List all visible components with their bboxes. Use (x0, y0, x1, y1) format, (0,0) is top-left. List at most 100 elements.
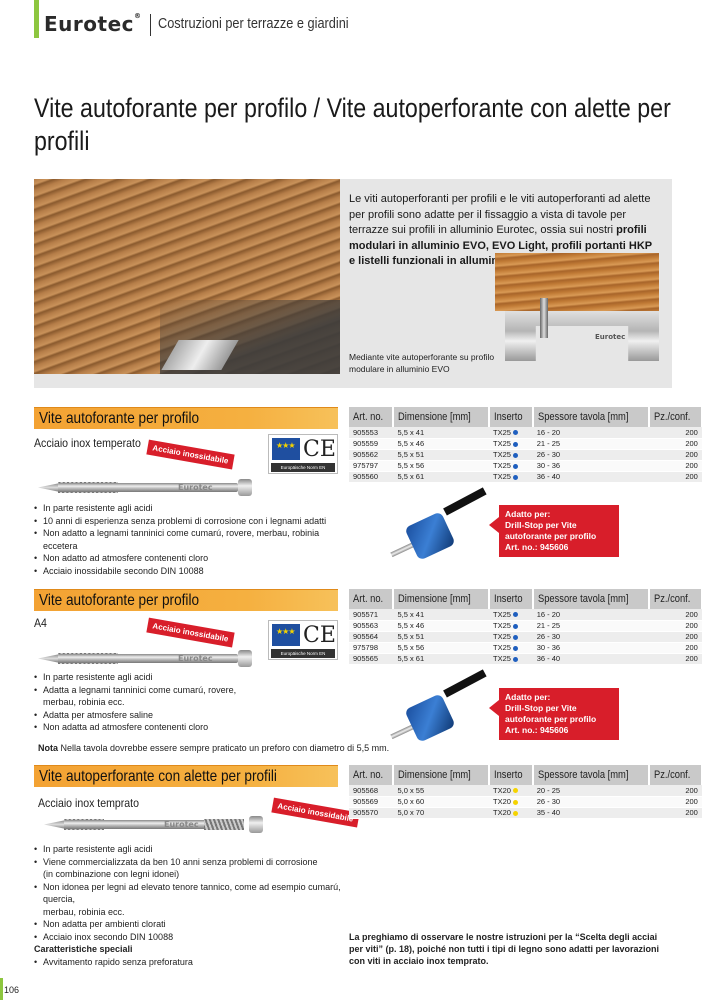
cell-pieces: 200 (649, 631, 702, 643)
bullet-item: Acciaio inox secondo DIN 10088 (34, 931, 344, 944)
cell-pieces: 200 (649, 785, 702, 797)
bullet-item: In parte resistente agli acidi (34, 843, 344, 856)
ce-certificate-2: ★★★ CE Europäische Norm EN 14592:2012-07 (268, 620, 338, 665)
table-header-row: Art. no. Dimensione [mm] Inserto Spessor… (349, 589, 703, 609)
bit-color-dot (512, 623, 518, 629)
drill-body (404, 693, 456, 743)
cell-art-no: 905560 (349, 471, 394, 483)
cell-dimension: 5,0 x 70 (393, 807, 490, 819)
bullet-item: Adatta a legnami tanninici come cumarú, … (34, 684, 334, 697)
bullet-list-1: In parte resistente agli acidi 10 anni d… (34, 502, 334, 577)
cell-pieces: 200 (649, 449, 702, 461)
cell-insert: TX25 (489, 460, 533, 472)
bit-color-dot (512, 645, 518, 651)
header-accent-bar (34, 0, 39, 38)
screw-image-2: Eurotec (38, 650, 253, 667)
bullet-item: Acciaio inossidabile secondo DIN 10088 (34, 565, 334, 578)
screw-tip (38, 654, 60, 663)
col-dimension: Dimensione [mm] (393, 407, 491, 427)
intro-text: Le viti autoperforanti per profili e le … (349, 193, 652, 267)
section-subtitle-3: Acciaio inox temprato (38, 796, 139, 810)
cell-dimension: 5,5 x 61 (393, 653, 490, 665)
brand-logo: Eurotec® (44, 12, 142, 36)
cell-pieces: 200 (649, 471, 702, 483)
screw-wing-thread (204, 819, 244, 830)
cell-insert: TX25 (489, 620, 533, 632)
eu-flag-icon: ★★★ (272, 624, 300, 646)
bullet-item: Adatta per atmosfere saline (34, 709, 334, 722)
cell-thickness: 30 - 36 (532, 642, 650, 654)
cell-pieces: 200 (649, 438, 702, 450)
cell-insert: TX20 (489, 785, 533, 797)
cell-thickness: 16 - 20 (532, 427, 650, 439)
col-insert: Inserto (489, 589, 534, 609)
note-text: Nota Nella tavola dovrebbe essere sempre… (38, 743, 390, 753)
section-subtitle-2: A4 (34, 616, 47, 630)
cell-dimension: 5,5 x 51 (393, 449, 490, 461)
cell-art-no: 905568 (349, 785, 394, 797)
cell-insert: TX25 (489, 631, 533, 643)
callout-line: Art. no.: 945606 (505, 542, 569, 552)
bullet-item-continuation: (in combinazione con legni idonei) (43, 869, 180, 879)
cell-art-no: 905571 (349, 609, 394, 621)
profile-photo-brand: Eurotec (595, 333, 626, 341)
profile-photo-rail (505, 311, 659, 361)
screw-head (238, 479, 252, 496)
cell-thickness: 21 - 25 (532, 438, 650, 450)
section-header-2: Vite autoforante per profilo (34, 589, 338, 611)
screw-tip (38, 483, 60, 492)
profile-photo-screw (540, 298, 548, 338)
stainless-badge-3: Acciaio inossidabile (271, 797, 360, 828)
callout-line: Drill-Stop per Vite (505, 520, 577, 530)
callout-line: Art. no.: 945606 (505, 725, 569, 735)
bit-color-dot (512, 788, 518, 794)
screw-shaft (58, 483, 238, 492)
cell-art-no: 905569 (349, 796, 394, 808)
eu-flag-icon: ★★★ (272, 438, 300, 460)
spec-table-1: Art. no. Dimensione [mm] Inserto Spessor… (349, 407, 703, 483)
bit-color-dot (512, 634, 518, 640)
page-number: 106 (4, 985, 20, 995)
cell-insert: TX25 (489, 427, 533, 439)
drill-shank (443, 669, 487, 698)
cell-pieces: 200 (649, 620, 702, 632)
bit-color-dot (512, 656, 518, 662)
cell-dimension: 5,5 x 61 (393, 471, 490, 483)
cell-insert: TX25 (489, 449, 533, 461)
cell-dimension: 5,5 x 51 (393, 631, 490, 643)
bullet-item: In parte resistente agli acidi (34, 671, 334, 684)
bullet-item: Non adatto a legnami tanninici come cuma… (34, 527, 334, 552)
bullet-item-continuation: merbau, robinia ecc. (43, 906, 125, 917)
bullet-list-3: In parte resistente agli acidi Viene com… (34, 843, 344, 943)
header-section-title: Costruzioni per terrazze e giardini (158, 15, 349, 32)
cell-thickness: 35 - 40 (532, 807, 650, 819)
bullet-item: 10 anni di esperienza senza problemi di … (34, 515, 334, 528)
screw-shaft (58, 654, 238, 663)
cell-thickness: 21 - 25 (532, 620, 650, 632)
bit-color-dot (512, 463, 518, 469)
cell-insert: TX25 (489, 471, 533, 483)
screw-brand: Eurotec (178, 483, 213, 492)
ce-certificate-1: ★★★ CE Europäische Norm EN 14592:2012-07 (268, 434, 338, 479)
cell-thickness: 26 - 30 (532, 631, 650, 643)
cell-thickness: 20 - 25 (532, 785, 650, 797)
cell-insert: TX25 (489, 653, 533, 665)
cell-art-no: 905565 (349, 653, 394, 665)
col-dimension: Dimensione [mm] (393, 589, 491, 609)
drill-body (404, 511, 456, 561)
cell-art-no: 905562 (349, 449, 394, 461)
drill-shank (443, 487, 487, 516)
cell-dimension: 5,0 x 55 (393, 785, 490, 797)
cell-thickness: 36 - 40 (532, 653, 650, 665)
cell-art-no: 975798 (349, 642, 394, 654)
section-header-3: Vite autoperforante con alette per profi… (34, 765, 338, 787)
cell-pieces: 200 (649, 807, 702, 819)
